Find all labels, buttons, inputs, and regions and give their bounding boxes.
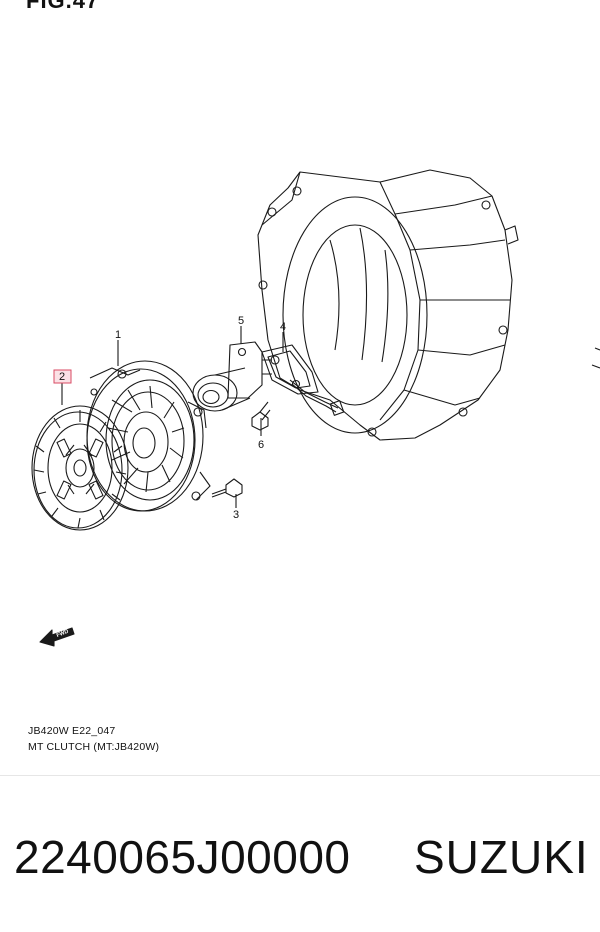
callout-6: 6	[258, 439, 264, 451]
fwd-arrow-icon	[39, 627, 75, 647]
callout-3: 3	[233, 509, 239, 521]
leader-lines	[61, 326, 284, 508]
clutch-exploded-view: 1 2 3 4 5 6 FWD	[31, 169, 600, 647]
callout-highlight-box	[53, 369, 72, 384]
callout-2: 2	[59, 371, 65, 383]
callout-5: 5	[238, 315, 244, 327]
figure-header: FIG.47	[26, 0, 100, 13]
diagram-title: MT CLUTCH (MT:JB420W)	[28, 741, 160, 753]
pipe-and-gasket	[261, 344, 345, 416]
clutch-disc	[31, 405, 129, 531]
pressure-plate	[86, 360, 211, 512]
brand-name: SUZUKI	[414, 831, 589, 883]
fwd-marker-label: FWD	[56, 629, 70, 639]
diagram-code: JB420W E22_047	[28, 725, 116, 737]
transmission-housing	[257, 169, 600, 441]
footer: 2240065J00000 SUZUKI	[0, 830, 600, 890]
callout-4: 4	[280, 321, 286, 333]
release-bearing	[192, 341, 272, 412]
part-number: 2240065J00000	[14, 831, 351, 883]
bolt-3	[211, 478, 243, 498]
parts-diagram-sheet: FIG.47	[0, 0, 600, 776]
bolt-6	[251, 401, 271, 431]
callout-1: 1	[115, 329, 121, 341]
